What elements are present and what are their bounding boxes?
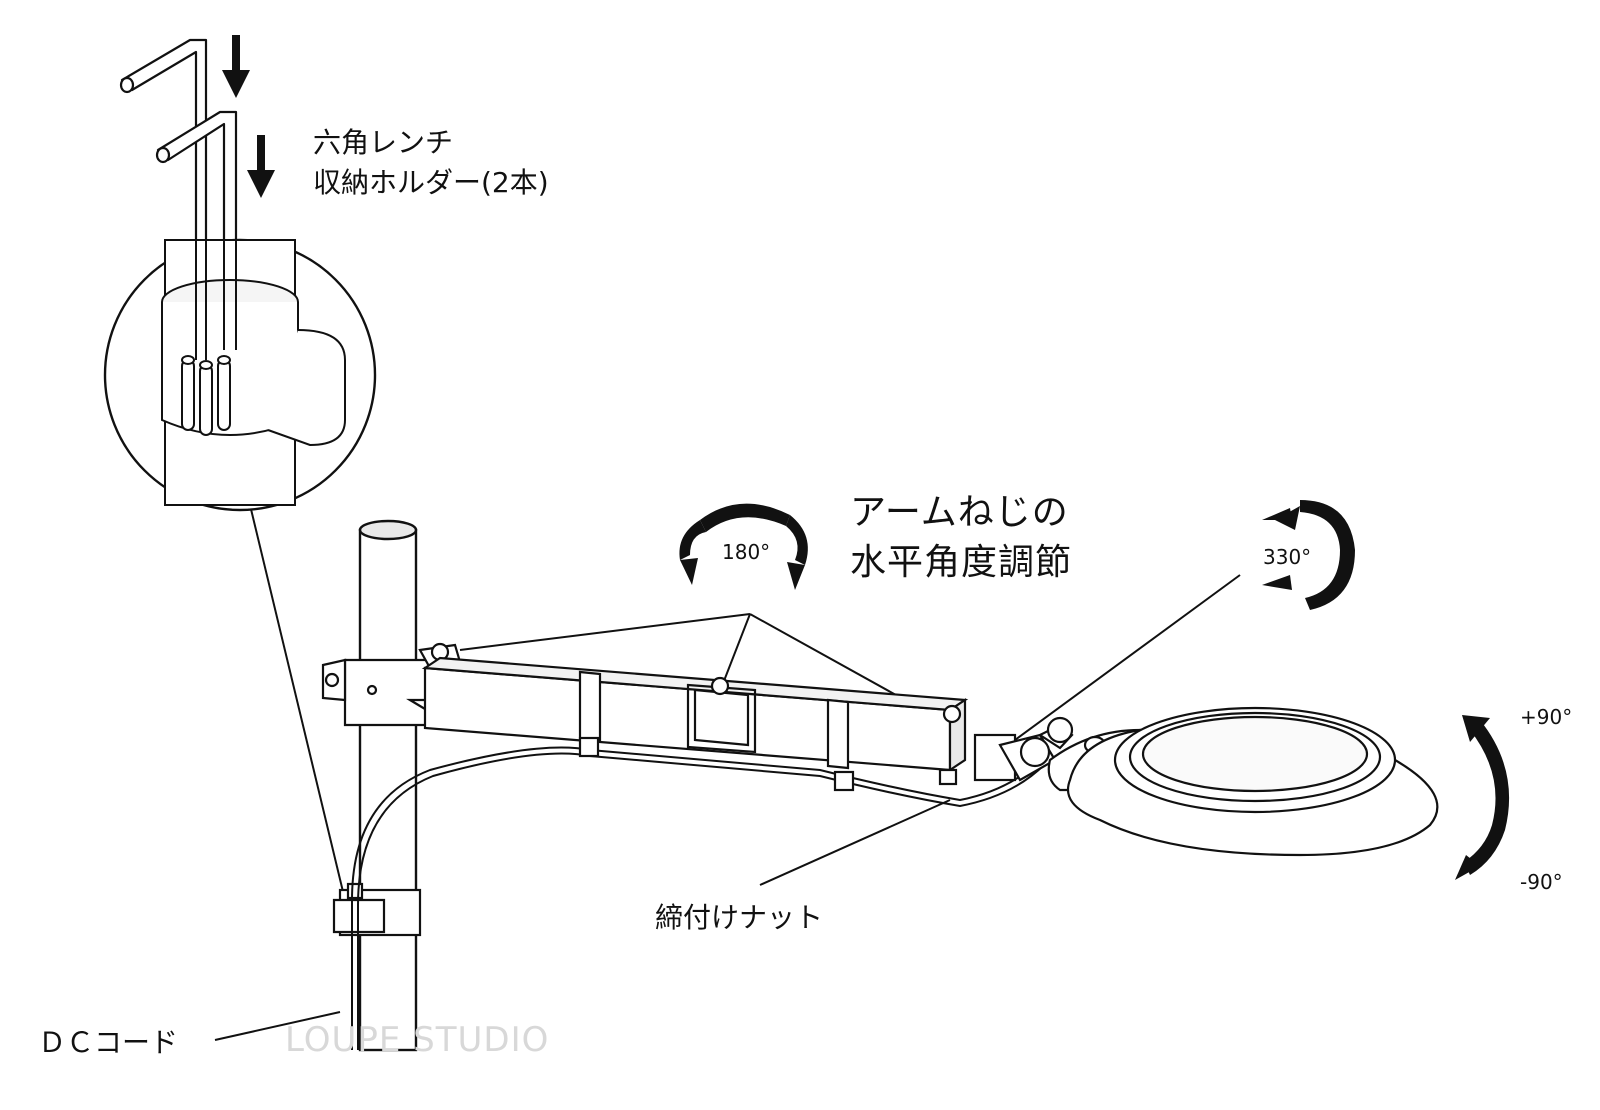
leader-line-arm-screw-mid: [721, 613, 751, 687]
arm-screw-label-line2: 水平角度調節: [850, 542, 1073, 583]
rotation-330-label: 330°: [1263, 545, 1312, 569]
leader-line-holder: [249, 504, 346, 901]
hex-wrench-holder-label-line1: 六角レンチ: [313, 126, 454, 159]
holder-detail-circle: [103, 238, 377, 512]
dc-cord: [351, 746, 1046, 1050]
watermark: LOUPE STUDIO: [285, 1020, 550, 1060]
leader-line-nut: [759, 799, 951, 886]
leader-line-dc-cord: [214, 1011, 341, 1041]
loupe-head: [973, 706, 1439, 857]
tilt-90-icon: [1455, 715, 1510, 880]
nut-label: 締付けナット: [655, 901, 824, 934]
rotation-180-label: 180°: [722, 540, 771, 564]
tilt-plus-label: +90°: [1520, 705, 1573, 729]
arm-screw-label-line1: アームねじの: [850, 492, 1069, 533]
rotate-180-icon: [679, 503, 808, 590]
down-arrow-icon: [222, 35, 275, 198]
horizontal-arm: [421, 656, 969, 792]
tilt-minus-label: -90°: [1520, 870, 1563, 894]
rotate-330-icon: [1262, 500, 1355, 610]
hex-wrench-holder-label-line2: 収納ホルダー(2本): [313, 166, 549, 199]
leader-line-head: [1014, 574, 1241, 741]
leader-lines: [214, 504, 1241, 1041]
cord-clip: [332, 882, 422, 937]
vertical-pole: [358, 519, 418, 1052]
leader-line-arm-screw-left: [459, 613, 751, 651]
dc-cord-label: ＤＣコード: [38, 1026, 179, 1059]
